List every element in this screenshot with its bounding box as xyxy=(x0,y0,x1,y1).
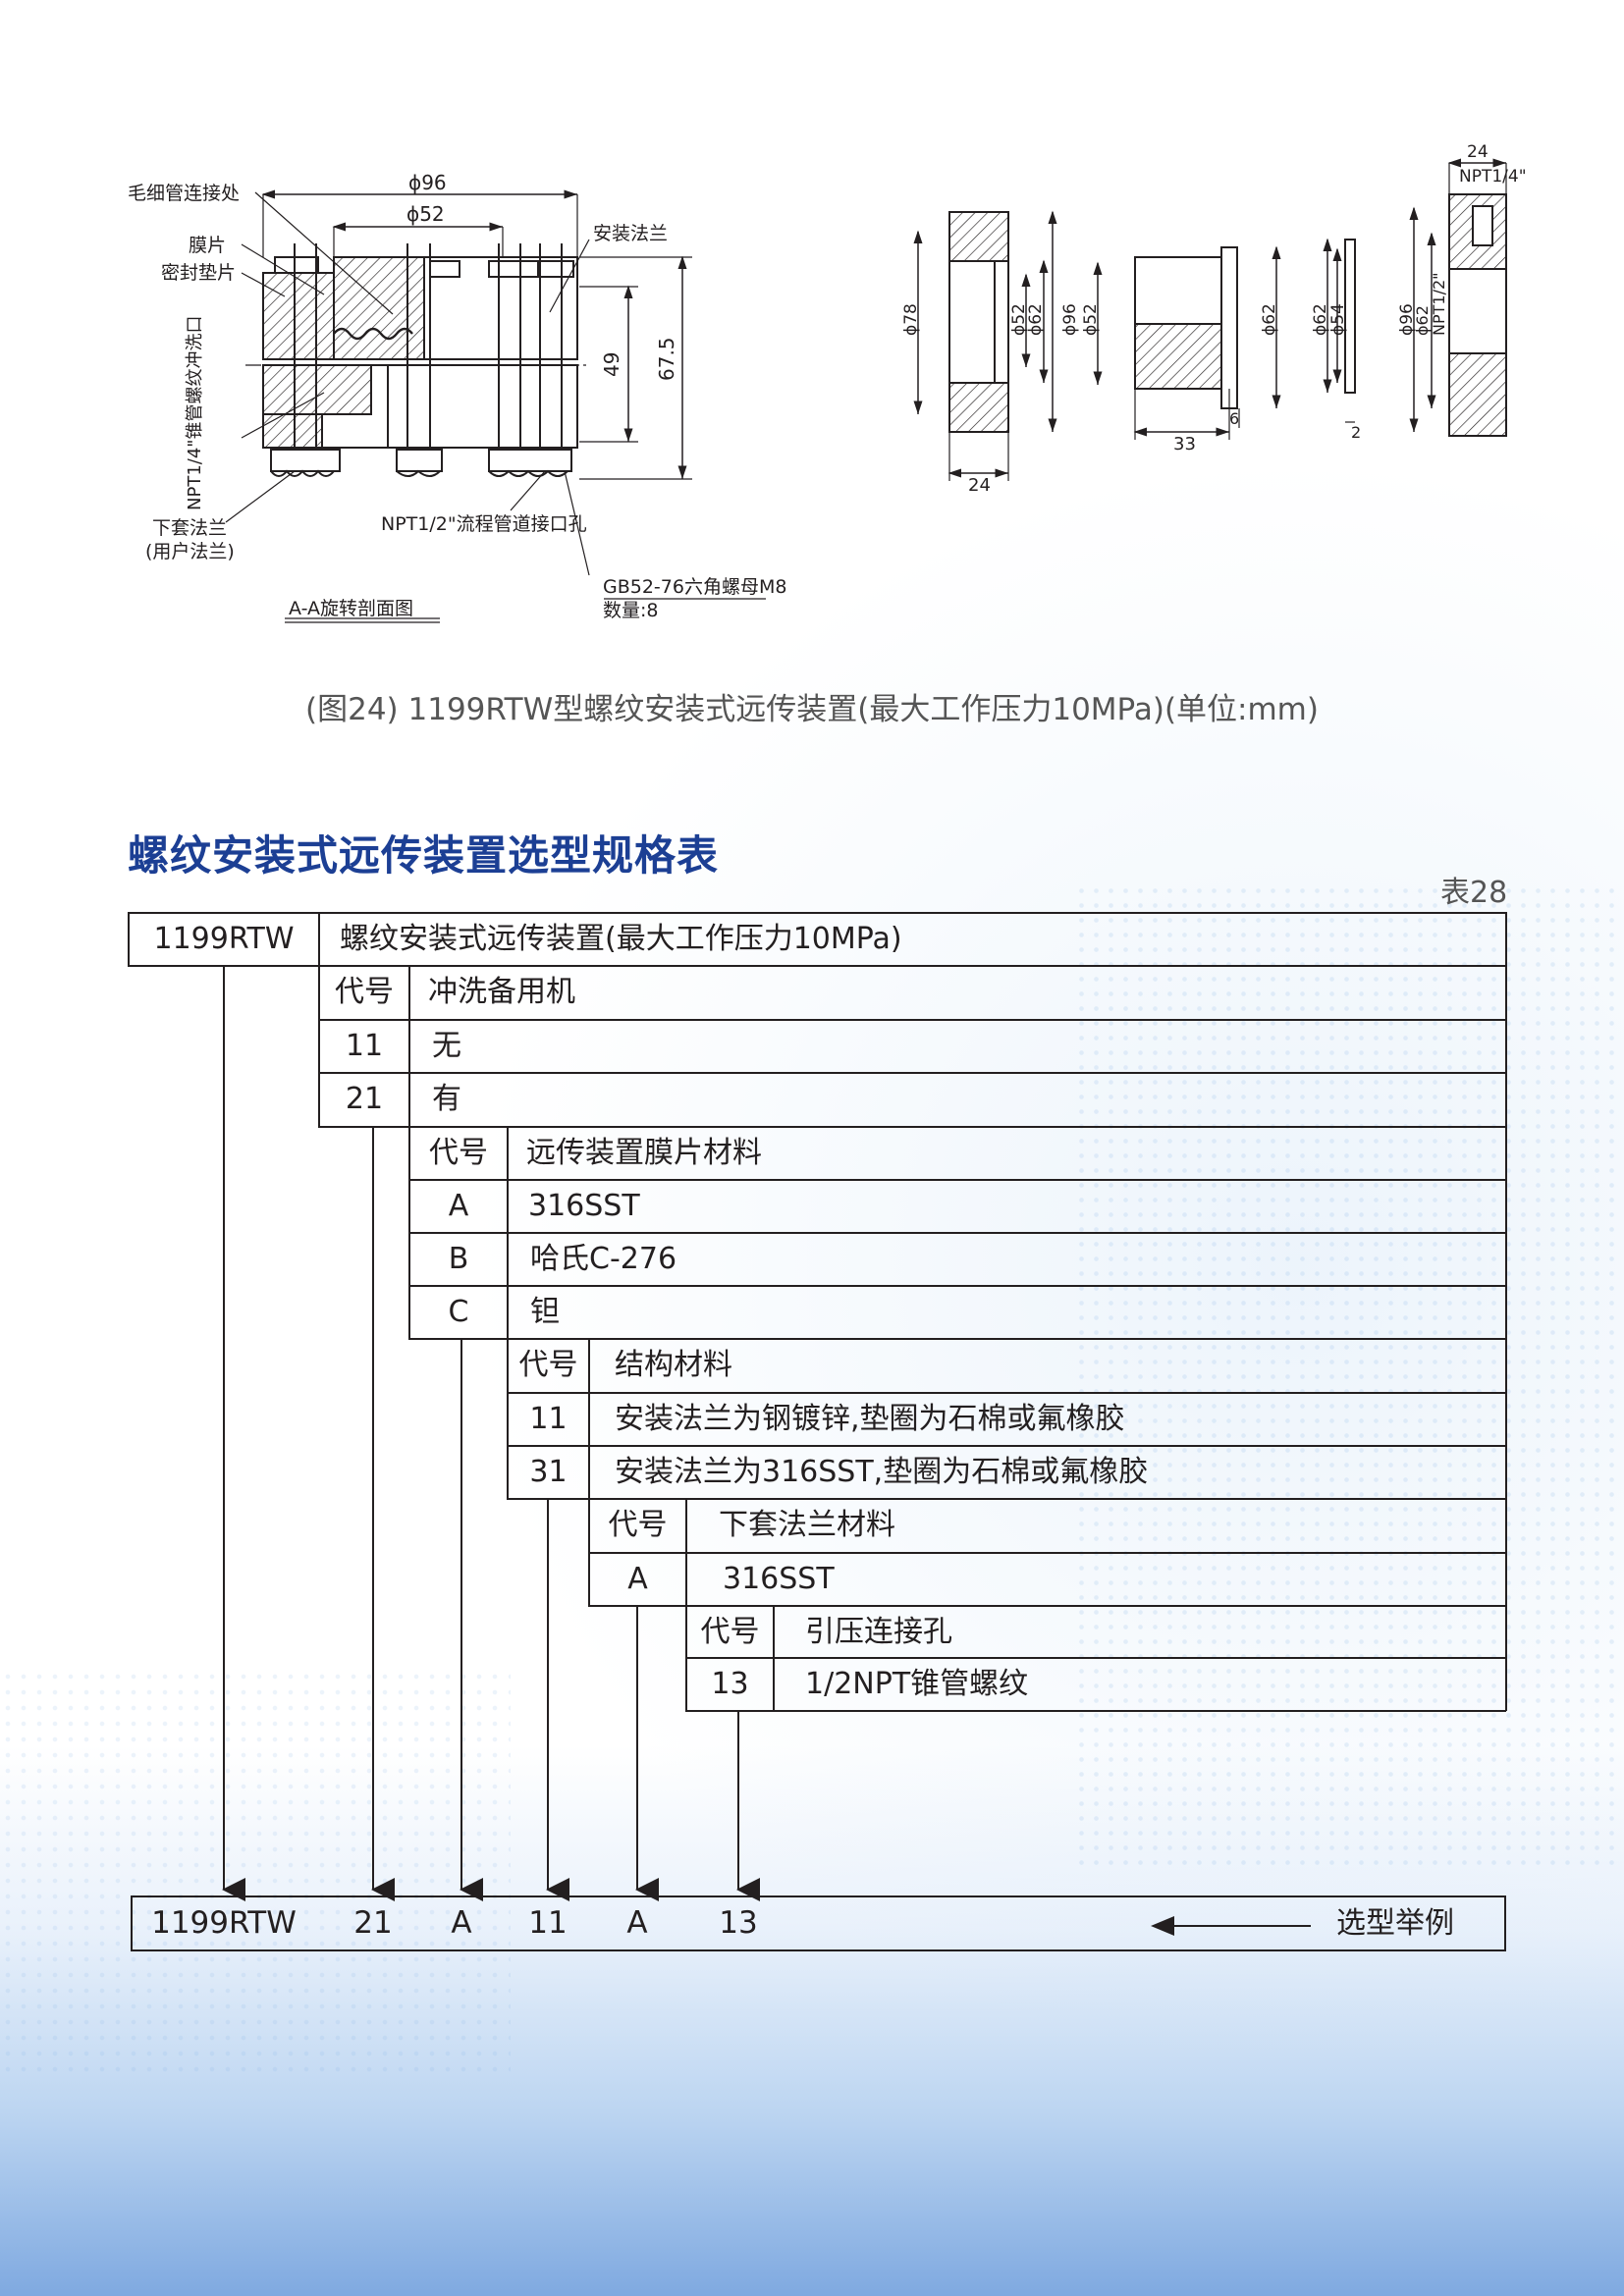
port-title: 引压连接孔 xyxy=(805,1615,952,1649)
flush-desc: 有 xyxy=(432,1082,461,1116)
label-section-view: A-A旋转剖面图 xyxy=(289,598,413,619)
label-gasket: 密封垫片 xyxy=(161,262,236,284)
dim-2: 2 xyxy=(1351,423,1361,442)
lower-flange-desc: 316SST xyxy=(723,1562,835,1596)
structure-code: 11 xyxy=(529,1402,568,1436)
label-lower-flange: 下套法兰 xyxy=(152,517,227,539)
label-nut-qty: 数量:8 xyxy=(603,600,659,621)
diaphragm-title: 远传装置膜片材料 xyxy=(526,1136,762,1170)
label-nut: GB52-76六角螺母M8 xyxy=(603,576,786,598)
table-number: 表28 xyxy=(1440,876,1508,910)
dim-phi96: ϕ96 xyxy=(408,171,447,194)
model-description: 螺纹安装式远传装置(最大工作压力10MPa) xyxy=(340,922,902,956)
flush-title: 冲洗备用机 xyxy=(428,975,575,1009)
label-process-port: NPT1/2"流程管道接口孔 xyxy=(381,513,587,535)
figure-caption: (图24) 1199RTW型螺纹安装式远传装置(最大工作压力10MPa)(单位:… xyxy=(305,692,1319,727)
dim-phi62-part2: ϕ62 xyxy=(1260,303,1279,336)
example-lower-flange: A xyxy=(626,1905,648,1941)
diaphragm-code-header: 代号 xyxy=(429,1136,488,1170)
flush-code: 21 xyxy=(345,1082,384,1116)
model-code: 1199RTW xyxy=(153,922,295,956)
flush-code: 11 xyxy=(345,1029,384,1063)
label-flush-port: NPT1/4"锥管螺纹冲洗口 xyxy=(185,315,205,510)
diaphragm-code: C xyxy=(448,1295,469,1329)
dim-phi96-part4: ϕ96 xyxy=(1397,303,1417,336)
diaphragm-desc: 哈氏C-276 xyxy=(530,1242,677,1276)
structure-code-header: 代号 xyxy=(518,1348,578,1382)
section-title: 螺纹安装式远传装置选型规格表 xyxy=(128,831,720,880)
example-row xyxy=(131,1896,1506,1951)
structure-desc: 安装法兰为钢镀锌,垫圈为石棉或氟橡胶 xyxy=(615,1402,1125,1436)
label-install-flange: 安装法兰 xyxy=(593,223,668,244)
example-structure: 11 xyxy=(528,1905,568,1941)
dim-phi52-part2: ϕ52 xyxy=(1081,303,1101,336)
label-user-flange: (用户法兰) xyxy=(145,541,235,562)
port-desc: 1/2NPT锥管螺纹 xyxy=(805,1667,1029,1701)
label-diaphragm: 膜片 xyxy=(189,235,226,256)
label-capillary: 毛细管连接处 xyxy=(128,183,240,204)
flush-desc: 无 xyxy=(432,1029,461,1063)
table-grid-lines xyxy=(128,912,1507,1936)
diaphragm-code: A xyxy=(448,1189,469,1223)
lower-flange-title: 下套法兰材料 xyxy=(719,1508,895,1542)
example-model: 1199RTW xyxy=(151,1905,297,1941)
technical-drawing: 毛细管连接处 膜片 密封垫片 NPT1/4"锥管螺纹冲洗口 下套法兰 (用户法兰… xyxy=(128,142,1527,623)
dim-24-part4: 24 xyxy=(1467,142,1489,162)
decorative-dot-pattern xyxy=(1074,883,1624,1865)
lower-flange-code: A xyxy=(627,1562,648,1596)
decorative-dot-pattern-left xyxy=(0,1669,511,2081)
structure-title: 结构材料 xyxy=(615,1348,732,1382)
structure-desc: 安装法兰为316SST,垫圈为石棉或氟橡胶 xyxy=(615,1455,1149,1489)
example-flush: 21 xyxy=(353,1905,393,1941)
example-label: 选型举例 xyxy=(1336,1906,1454,1941)
dim-phi62-part4: ϕ62 xyxy=(1413,305,1432,336)
dim-33: 33 xyxy=(1173,434,1196,454)
dim-phi52: ϕ52 xyxy=(406,202,445,226)
dim-phi52-part1: ϕ52 xyxy=(1009,303,1029,336)
diaphragm-code: B xyxy=(448,1242,469,1276)
example-diaphragm: A xyxy=(451,1905,472,1941)
dim-49: 49 xyxy=(600,352,623,377)
dim-67-5: 67.5 xyxy=(655,337,678,381)
dim-npt12: NPT1/2" xyxy=(1430,273,1448,337)
diaphragm-desc: 316SST xyxy=(528,1189,640,1223)
dim-24-part1: 24 xyxy=(968,475,991,496)
dim-phi78: ϕ78 xyxy=(901,303,921,336)
dim-phi96-part1: ϕ96 xyxy=(1060,303,1080,336)
example-port: 13 xyxy=(719,1905,758,1941)
dim-phi62-part3: ϕ62 xyxy=(1311,303,1330,336)
flush-code-header: 代号 xyxy=(335,975,394,1009)
dim-6: 6 xyxy=(1229,409,1239,428)
dim-phi62-part1: ϕ62 xyxy=(1026,303,1046,336)
lower-flange-code-header: 代号 xyxy=(608,1508,668,1542)
dim-phi54: ϕ54 xyxy=(1328,303,1348,336)
port-code-header: 代号 xyxy=(700,1615,760,1649)
dim-npt14: NPT1/4" xyxy=(1459,167,1527,187)
port-code: 13 xyxy=(711,1667,749,1701)
structure-code: 31 xyxy=(529,1455,568,1489)
diaphragm-desc: 钽 xyxy=(530,1295,560,1329)
